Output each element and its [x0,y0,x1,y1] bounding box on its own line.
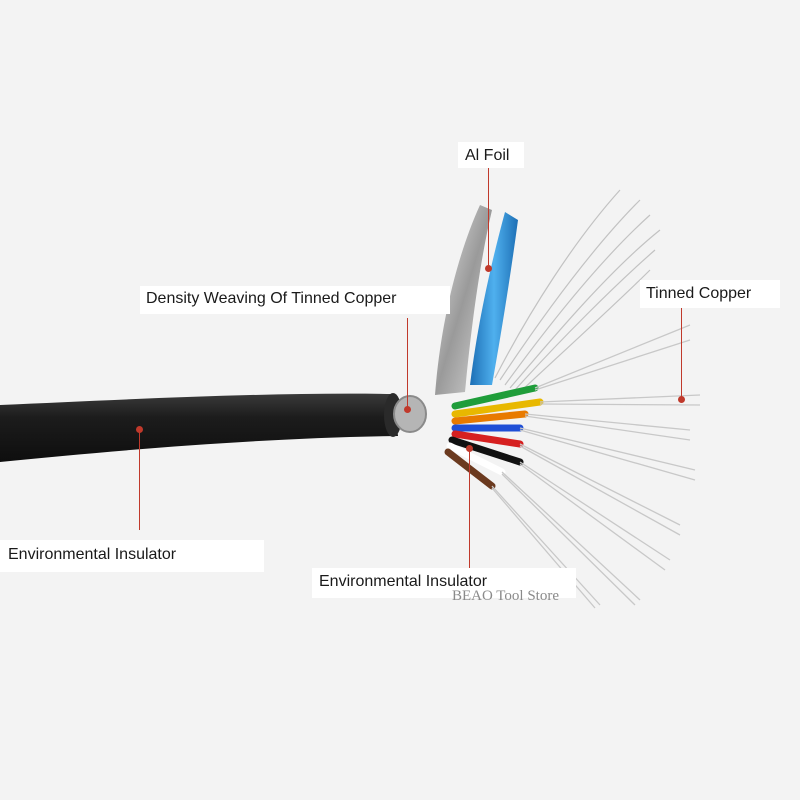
foil-wrap [435,205,492,395]
label-al-foil: Al Foil [465,147,510,164]
leader-dot-density-weaving [404,406,411,413]
label-background-al-foil [458,142,524,168]
leader-line-al-foil [488,168,489,268]
label-background-insulator-bottom [312,568,576,598]
label-background-tinned-copper [640,280,780,308]
leader-line-tinned-copper [681,306,682,398]
conductor-strands [491,324,701,609]
leader-line-insulator-bottom [469,448,470,570]
leader-dot-insulator-bottom [466,445,473,452]
label-environmental-insulator-bottom: Environmental Insulator [319,573,488,590]
label-background-insulator-left [0,540,264,572]
cable-jacket [0,393,398,462]
leader-dot-al-foil [485,265,492,272]
leader-dot-insulator-left [136,426,143,433]
store-watermark: BEAO Tool Store [452,588,560,604]
label-density-weaving: Density Weaving Of Tinned Copper [146,290,397,307]
braid-ring [393,395,427,433]
braid-strands [494,189,661,393]
inner-wires [444,384,544,490]
label-background-density-weaving [140,286,450,314]
leader-line-density-weaving [407,318,408,408]
label-tinned-copper: Tinned Copper [646,285,752,302]
leader-line-insulator-left [139,430,140,530]
foil-blue [470,212,518,385]
label-environmental-insulator-left: Environmental Insulator [8,546,177,563]
leader-dot-tinned-copper [678,396,685,403]
